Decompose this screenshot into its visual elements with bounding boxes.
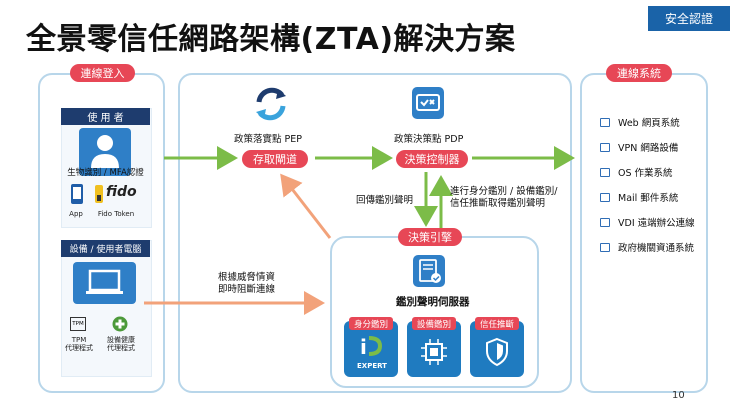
system-label: Mail 郵件系統 <box>618 193 679 204</box>
system-item-gov: 政府機關資通系統 <box>600 239 720 255</box>
app-phone-icon <box>70 183 84 205</box>
decision-engine-pill: 決策引擎 <box>398 228 462 246</box>
svg-text:i: i <box>360 335 367 358</box>
identity-card <box>344 321 398 377</box>
fido-logo: fido <box>106 184 137 200</box>
monitor-icon <box>600 242 610 252</box>
system-label: VDI 遠端辦公連線 <box>618 218 695 229</box>
expert-brand: EXPERT <box>357 362 387 370</box>
access-gateway-pill: 存取閘道 <box>242 150 308 168</box>
page-title: 全景零信任網路架構(ZTA)解決方案 <box>26 22 516 57</box>
expert-logo: i EXPERT <box>352 334 392 370</box>
trust-caption: 信任推斷 <box>475 317 519 330</box>
system-item-web: Web 網頁系統 <box>600 114 720 130</box>
app-label: App <box>69 210 83 218</box>
vdi-icon <box>600 217 610 227</box>
health-plus-icon <box>112 316 128 332</box>
tpm-chip-icon: TPM <box>70 317 86 331</box>
refresh-cycle-icon <box>251 84 291 124</box>
shield-icon <box>484 337 510 367</box>
tpm-agent-label: TPM 代理程式 <box>65 336 93 352</box>
systems-header: 連線系統 <box>606 64 672 82</box>
system-item-os: OS 作業系統 <box>600 164 720 180</box>
mail-icon <box>600 192 610 202</box>
system-item-vpn: VPN 網路設備 <box>600 139 720 155</box>
health-agent-label: 設備健康 代理程式 <box>107 336 135 352</box>
system-label: Web 網頁系統 <box>618 118 680 129</box>
system-item-mail: Mail 郵件系統 <box>600 189 720 205</box>
identity-caption: 身分鑑別 <box>349 317 393 330</box>
fido-token-label: Fido Token <box>97 210 135 218</box>
system-label: VPN 網路設備 <box>618 143 679 154</box>
document-check-icon <box>412 254 446 288</box>
page-number: 10 <box>672 390 685 401</box>
device-caption: 設備鑑別 <box>412 317 456 330</box>
assertion-server-label: 鑑別聲明伺服器 <box>396 296 470 308</box>
system-item-vdi: VDI 遠端辦公連線 <box>600 214 720 230</box>
chip-icon <box>420 338 448 366</box>
threat-block-label: 根據威脅情資 即時阻斷連線 <box>218 272 276 295</box>
login-header: 連線登入 <box>70 64 135 82</box>
pep-label: 政策落實點 PEP <box>234 134 302 145</box>
user-icon <box>79 128 131 176</box>
system-label: OS 作業系統 <box>618 168 673 179</box>
fido-token-icon <box>94 185 104 203</box>
vpn-icon <box>600 142 610 152</box>
arrow-engine-to-pep <box>280 173 332 239</box>
return-assertion-label: 回傳鑑別聲明 <box>356 195 414 206</box>
system-label: 政府機關資通系統 <box>618 243 695 254</box>
web-icon <box>600 117 610 127</box>
identity-verification-label: 進行身分鑑別 / 設備鑑別/ 信任推斷取得鑑別聲明 <box>450 186 558 209</box>
device-card-title: 設備 / 使用者電腦 <box>61 240 150 257</box>
security-badge: 安全認證 <box>648 6 730 31</box>
laptop-icon <box>73 262 136 304</box>
pdp-label: 政策決策點 PDP <box>394 134 464 145</box>
decision-controller-pill: 決策控制器 <box>396 150 468 168</box>
controller-icon <box>411 86 445 120</box>
biometric-mfa-label: 生物識別 / MFA認證 <box>67 168 144 178</box>
user-card-title: 使 用 者 <box>61 108 150 125</box>
os-icon <box>600 167 610 177</box>
